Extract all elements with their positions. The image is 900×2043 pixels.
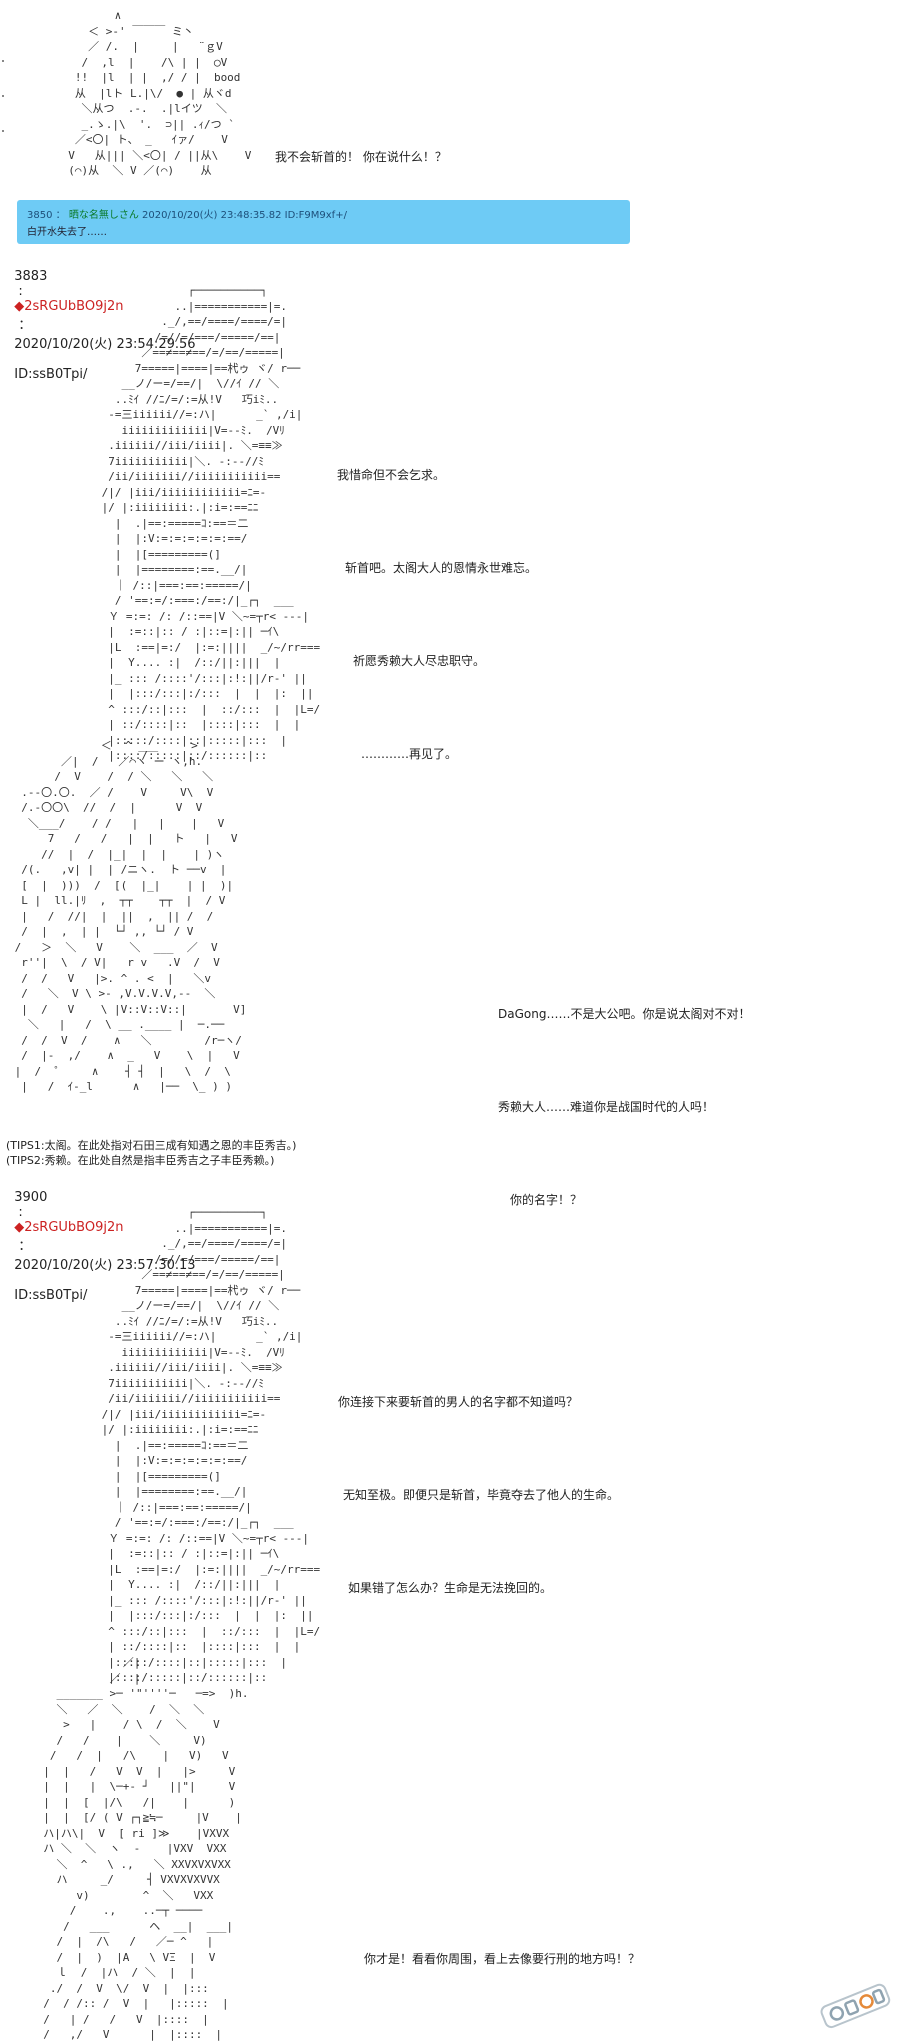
quoted-post-name: 晒な名無しさん bbox=[68, 210, 139, 221]
speech-block-3: DaGong……不是大公吧。你是说太阁对不对！ 秀赖大人……难道你是战国时代的人… bbox=[498, 937, 750, 1247]
speech-line: 祈愿秀赖大人尽忠职守。 bbox=[353, 654, 486, 668]
quoted-post-text: 白开水失去了…… bbox=[27, 227, 107, 238]
speech-block-1: 我不会斩首的！ 你在说什么！？ bbox=[275, 80, 447, 204]
ascii-art-2: ┌──────────┐ ..|===========|=. ._/,==/==… bbox=[101, 284, 321, 762]
post-separator: : bbox=[18, 1205, 23, 1220]
post-id: ID:ssB0Tpi/ bbox=[14, 367, 88, 382]
post-number: 3900 bbox=[14, 1190, 48, 1205]
post-separator: : bbox=[18, 284, 23, 299]
speech-line: 我惜命但不会乞求。 bbox=[337, 468, 446, 482]
speech-block-2: 我惜命但不会乞求。 斩首吧。太阁大人的恩情永世难忘。 祈愿秀赖大人尽忠职守。 …… bbox=[337, 398, 537, 801]
tip-line: (TIPS1:太阁。在此处指对石田三成有知遇之恩的丰臣秀吉。) bbox=[6, 1139, 297, 1152]
quoted-post-id: ID:F9M9xf+/ bbox=[284, 210, 347, 221]
speech-line: …………再见了。 bbox=[361, 747, 458, 761]
speech-block-5: 你才是！看看你周围，看上去像要行刑的地方吗！？ bbox=[364, 1882, 640, 2006]
speech-line: 无知至极。即便只是斩首，毕竟夺去了他人的生命。 bbox=[343, 1488, 620, 1502]
speech-line: 斩首吧。太阁大人的恩情永世难忘。 bbox=[345, 561, 538, 575]
quoted-post-datetime: 2020/10/20(火) 23:48:35.82 bbox=[142, 210, 282, 221]
post-number: 3883 bbox=[14, 269, 48, 284]
speech-line: 你连接下来要斩首的男人的名字都不知道吗？ bbox=[338, 1395, 579, 1409]
ascii-art-3: ＜ ^ ___ > ／| / ／⌒ヽ ー ヽ,h. / V / / ＼ ＼ ＼ … bbox=[14, 739, 247, 1093]
speech-line: 秀赖大人……难道你是战国时代的人吗！ bbox=[498, 1100, 715, 1114]
post-datetime: 2020/10/20(火) 23:54:29.56 bbox=[14, 337, 196, 352]
site-watermark-logo bbox=[820, 1983, 891, 2029]
quoted-post-meta: 3850 ： 晒な名無しさん 2020/10/20(火) 23:48:35.82… bbox=[27, 210, 347, 221]
speech-block-4: 你连接下来要斩首的男人的名字都不知道吗？ 无知至极。即便只是斩首，毕竟夺去了他人… bbox=[338, 1325, 619, 1635]
ascii-art-5: ／| ／ | _______ >─ '"''''─ ─=> )h. ＼ ／ ＼ … bbox=[43, 1656, 249, 2041]
post-header-2: 3900 : ◆2sRGUbBO9j2n ： 2020/10/20(火) 23:… bbox=[14, 1190, 196, 1303]
speech-line: DaGong……不是大公吧。你是说太阁对不对！ bbox=[498, 1007, 751, 1021]
quoted-post-number: 3850 bbox=[27, 210, 53, 221]
tips-notes: (TIPS1:太阁。在此处指对石田三成有知遇之恩的丰臣秀吉。) (TIPS2:秀… bbox=[6, 1138, 296, 1168]
speech-line: 你的名字！？ bbox=[510, 1193, 583, 1207]
post-id: ID:ssB0Tpi/ bbox=[14, 1288, 88, 1303]
speech-line: 如果错了怎么办？生命是无法挽回的。 bbox=[348, 1581, 553, 1595]
post-trip-link[interactable]: ◆2sRGUbBO9j2n bbox=[14, 1220, 124, 1235]
ascii-art-4: ┌──────────┐ ..|===========|=. ._/,==/==… bbox=[101, 1206, 321, 1684]
speech-line: 我不会斩首的！ 你在说什么！？ bbox=[275, 150, 447, 164]
quoted-post-box: 3850 ： 晒な名無しさん 2020/10/20(火) 23:48:35.82… bbox=[17, 200, 630, 244]
post-header-1: 3883 : ◆2sRGUbBO9j2n ： 2020/10/20(火) 23:… bbox=[14, 269, 196, 382]
ascii-art-1: ∧ ＜ >‐' ￣￣￣ ミ丶 ／ /. | | ¨ｇV / ,l | /\ | … bbox=[68, 9, 252, 177]
post-datetime: 2020/10/20(火) 23:57:30.13 bbox=[14, 1258, 196, 1273]
post-trip-link[interactable]: ◆2sRGUbBO9j2n bbox=[14, 299, 124, 314]
speech-line: 你才是！看看你周围，看上去像要行刑的地方吗！？ bbox=[364, 1952, 641, 1966]
tip-line: (TIPS2:秀赖。在此处自然是指丰臣秀吉之子丰臣秀赖。) bbox=[6, 1154, 275, 1167]
